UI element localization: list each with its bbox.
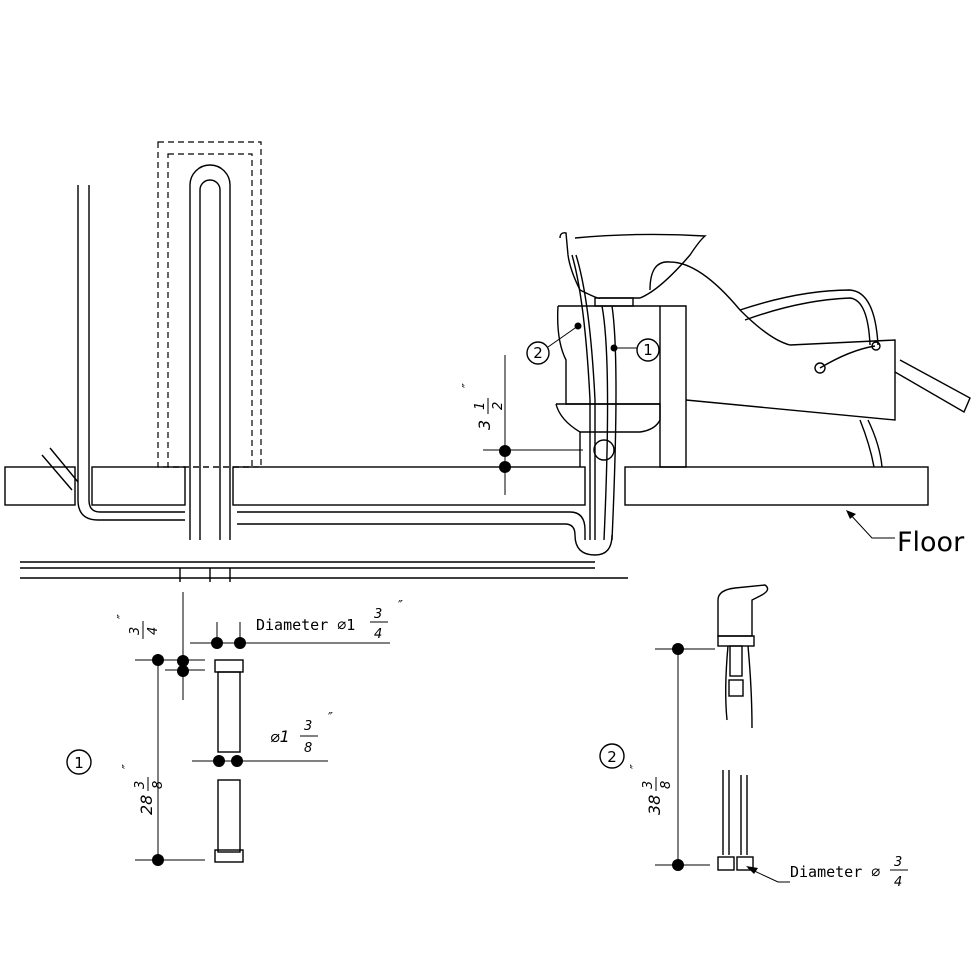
hose-1-callout: 1 [74, 754, 84, 772]
hose-1-length-den: 8 [151, 781, 166, 789]
hose-1-outer-den: 4 [374, 627, 382, 642]
drain-height-dimension: 3 1 2 ″ [461, 355, 583, 495]
hose-1-length-unit: ″ [121, 764, 136, 769]
hose-1-length-whole: 28 [137, 795, 156, 815]
hose-1-end-height-unit: ″ [116, 614, 131, 619]
hose-1-inner-unit: ″ [328, 711, 333, 726]
shampoo-chair [555, 232, 971, 541]
callout-1: 1 [610, 338, 660, 362]
hose-1-inner-num: 3 [304, 719, 312, 734]
drain-height-den: 2 [491, 402, 506, 410]
hose-1-length-num: 3 [133, 781, 148, 789]
hose-2-diameter-num: 3 [894, 855, 902, 870]
hose-1-outer-diameter: Diameter ⌀1 [256, 616, 355, 634]
hose-2-detail: 2 38 3 8 ″ Diameter ⌀ 3 4 [599, 584, 908, 890]
hose-1-inner-diameter: ⌀1 [270, 727, 290, 746]
floor-label: Floor [846, 510, 965, 558]
hose-2-length-unit: ″ [629, 764, 644, 769]
callout-2: 2 [526, 322, 582, 365]
hose-1-detail: 1 28 3 8 ″ 3 4 ″ Diameter ⌀1 3 4 ″ ⌀1 3 … [66, 592, 403, 866]
hose-1-outer-unit: ″ [398, 599, 403, 614]
callout-1-label: 1 [643, 341, 653, 359]
callout-2-label: 2 [533, 344, 543, 362]
drain-height-num: 1 [473, 402, 488, 410]
hose-2-length-num: 3 [641, 781, 656, 789]
hose-1-outer-num: 3 [374, 607, 382, 622]
hose-1-end-height-num: 3 [128, 627, 143, 635]
wall-pipes [20, 141, 628, 582]
drain-height-unit: ″ [461, 383, 476, 388]
hose-2-callout: 2 [607, 748, 617, 766]
hose-2-length-whole: 38 [645, 795, 664, 815]
hose-1-end-height-den: 4 [146, 627, 161, 635]
floor-slab [4, 466, 929, 506]
floor-text: Floor [897, 527, 965, 558]
hose-2-length-den: 8 [659, 781, 674, 789]
hose-2-diameter: Diameter ⌀ [790, 863, 880, 881]
drain-height-whole: 3 [475, 420, 494, 430]
hose-1-inner-den: 8 [304, 741, 312, 756]
hose-2-diameter-den: 4 [894, 875, 902, 890]
